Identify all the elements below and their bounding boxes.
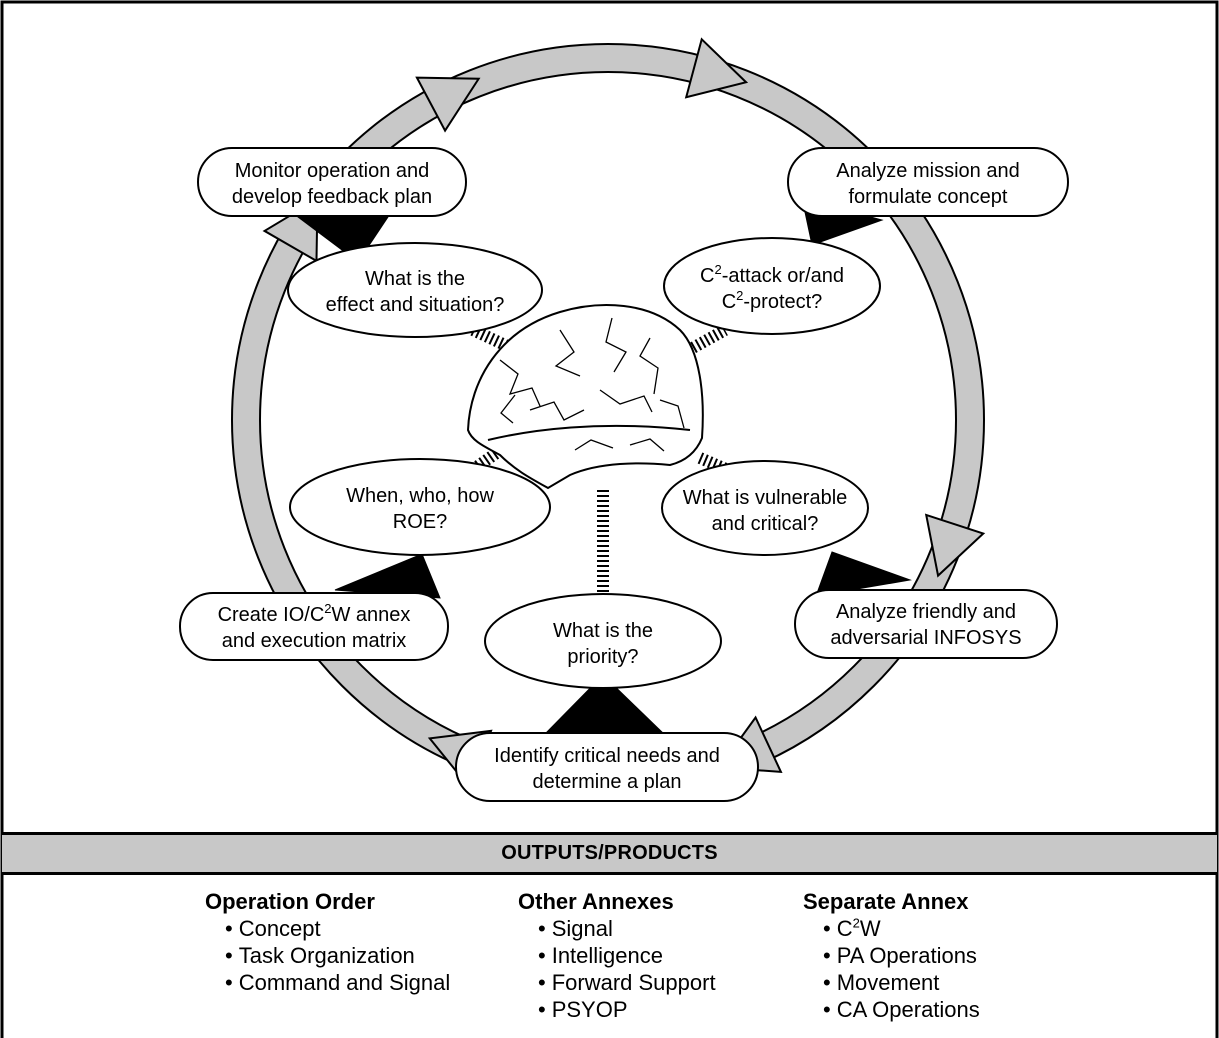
step-identify-line2: determine a plan <box>533 771 682 793</box>
outputs-column-separate-annex: Separate Annex C2W PA Operations Movemen… <box>803 888 980 1023</box>
list-item: Concept <box>225 915 450 942</box>
question-roe-line1: When, who, how <box>346 485 494 507</box>
ring-arrowhead-1 <box>415 76 481 133</box>
outputs-column-other-annexes: Other Annexes Signal Intelligence Forwar… <box>518 888 716 1023</box>
step-monitor-line2: develop feedback plan <box>232 186 432 208</box>
list-item: Movement <box>823 969 980 996</box>
column-heading: Separate Annex <box>803 889 969 914</box>
step-analyze-mission-line2: formulate concept <box>849 186 1008 208</box>
step-identify: Identify critical needs and determine a … <box>455 732 759 802</box>
question-effect-line1: What is the <box>365 268 465 290</box>
column-heading: Operation Order <box>205 889 375 914</box>
question-roe-line2: ROE? <box>393 511 447 533</box>
question-priority-line2: priority? <box>567 646 638 668</box>
step-analyze-mission-line1: Analyze mission and <box>836 160 1019 182</box>
step-analyze-infosys: Analyze friendly and adversarial INFOSYS <box>794 589 1058 659</box>
column-heading: Other Annexes <box>518 889 674 914</box>
question-vulnerable-line1: What is vulnerable <box>683 487 848 509</box>
ring-arrowhead-3 <box>924 513 986 578</box>
question-c2: C2-attack or/and C2-protect? <box>663 237 881 335</box>
step-monitor-line1: Monitor operation and <box>235 160 430 182</box>
list-item: PA Operations <box>823 942 980 969</box>
question-effect-line2: effect and situation? <box>326 294 505 316</box>
question-priority-line1: What is the <box>553 620 653 642</box>
question-vulnerable-line2: and critical? <box>712 513 819 535</box>
list-item: PSYOP <box>538 996 716 1023</box>
outputs-column-operation-order: Operation Order Concept Task Organizatio… <box>205 888 450 996</box>
step-create-line2: and execution matrix <box>222 630 407 652</box>
step-analyze-mission: Analyze mission and formulate concept <box>787 147 1069 217</box>
list-item: C2W <box>823 915 980 942</box>
ring-arrowhead-2 <box>684 37 749 99</box>
question-c2-line1: C2-attack or/and <box>700 262 844 287</box>
helmet-icon <box>466 304 704 490</box>
list-item: Signal <box>538 915 716 942</box>
list-item: Intelligence <box>538 942 716 969</box>
question-roe: When, who, how ROE? <box>289 458 551 556</box>
step-monitor: Monitor operation and develop feedback p… <box>197 147 467 217</box>
link-triangles <box>296 197 912 736</box>
list-item: CA Operations <box>823 996 980 1023</box>
question-vulnerable: What is vulnerable and critical? <box>661 460 869 556</box>
list-item: Task Organization <box>225 942 450 969</box>
question-priority: What is the priority? <box>484 593 722 689</box>
planning-cycle-diagram: Monitor operation and develop feedback p… <box>179 37 1069 802</box>
question-c2-line2: C2-protect? <box>722 288 823 313</box>
step-analyze-infosys-line1: Analyze friendly and <box>836 601 1016 623</box>
question-effect: What is the effect and situation? <box>287 242 543 338</box>
outputs-banner: OUTPUTS/PRODUCTS <box>2 832 1217 875</box>
step-analyze-infosys-line2: adversarial INFOSYS <box>830 627 1021 649</box>
list-item: Forward Support <box>538 969 716 996</box>
step-create-line1: Create IO/C2W annex <box>218 601 411 626</box>
step-create: Create IO/C2W annex and execution matrix <box>179 592 449 661</box>
list-item: Command and Signal <box>225 969 451 996</box>
step-identify-line1: Identify critical needs and <box>494 745 720 767</box>
outputs-title: OUTPUTS/PRODUCTS <box>501 842 718 864</box>
